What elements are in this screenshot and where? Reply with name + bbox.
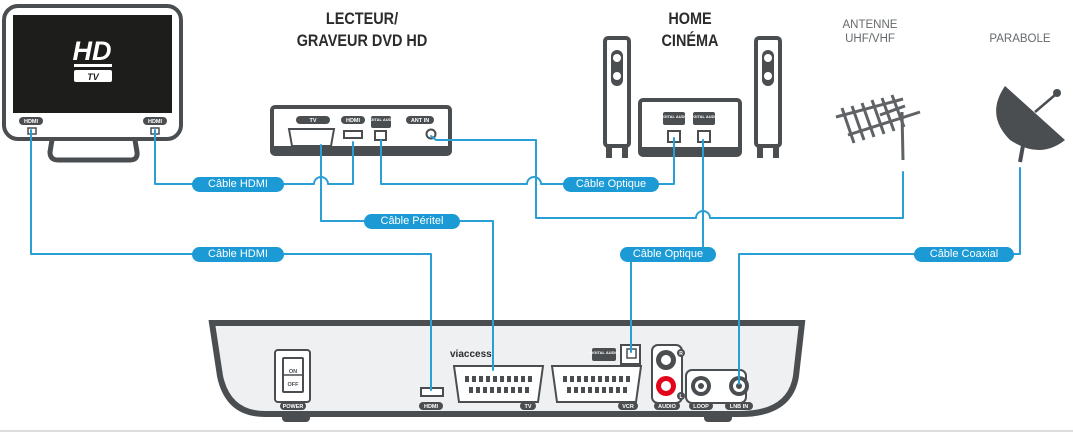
dvd-title-line2: GRAVEUR DVD HD	[296, 31, 428, 50]
dvd-player-title: LECTEUR/ GRAVEUR DVD HD	[277, 8, 447, 52]
cable-hdmi-tv-decoder-label: Câble HDMI	[192, 247, 284, 262]
decoder-digital-audio-label: DIGITAL AUDIO	[589, 350, 618, 355]
decoder-vcr-scart: VCR	[550, 365, 643, 410]
dvd-title-line1: LECTEUR/	[325, 9, 399, 28]
dvd-tv-port	[296, 116, 330, 124]
cable-peritel-label: Câble Péritel	[364, 214, 460, 229]
cable-coaxial-label: Câble Coaxial	[914, 247, 1014, 262]
home-cinema-title: HOME CINÉMA	[648, 8, 733, 52]
tv-hdmi-port-right-label: HDMI	[148, 119, 163, 125]
dvd-hdmi-port-label: HDMI	[346, 118, 361, 124]
decoder-audio-label: AUDIO	[658, 404, 676, 410]
tv-device: HD TV HDMI HDMI	[2, 4, 183, 163]
satellite-dish-icon	[996, 86, 1065, 163]
audio-l-label: L	[679, 394, 682, 400]
cable-hdmi-tv-dvd-label: Câble HDMI	[192, 177, 284, 192]
viaccess-brand: viaccess.	[450, 349, 495, 360]
cable-coaxial	[738, 167, 1021, 385]
power-label: POWER	[283, 404, 304, 410]
antenna-title: ANTENNE UHF/VHF	[820, 18, 920, 46]
tv-logo-text: TV	[87, 72, 99, 82]
decoder-lnb-label: LNB IN	[730, 404, 748, 410]
right-speaker	[754, 36, 782, 158]
decoder-audio-rca: R L AUDIO	[651, 344, 685, 410]
decoder-digital-audio-port: DIGITAL AUDIO	[589, 344, 641, 365]
tv-hdmi-port-left-label: HDMI	[24, 119, 39, 125]
decoder-device: ON OFF POWER HDMI viaccess. TV	[208, 320, 806, 422]
power-off-label: OFF	[288, 382, 300, 388]
hd-tv-logo: HD TV	[73, 36, 112, 82]
left-speaker	[603, 36, 631, 158]
home-cinema-device: DIGITAL AUDIO DIGITAL AUDIO	[603, 36, 782, 158]
dvd-ant-in-label: ANT IN	[411, 118, 429, 124]
hc-title-line2: CINÉMA	[661, 31, 719, 50]
hc-digital-audio-label-1: DIGITAL AUDIO	[659, 114, 688, 119]
cable-antenna	[430, 135, 904, 219]
decoder-loop-lnb-ports: LOOP LNB IN	[685, 369, 753, 410]
cable-optique-hc-decoder-label: Câble Optique	[620, 247, 716, 262]
dvd-player-device: TV HDMI DIGITAL AUDIO ANT IN	[270, 105, 452, 156]
power-switch: ON OFF POWER	[274, 349, 311, 410]
audio-r-label: R	[679, 351, 683, 357]
dish-title: PARABOLE	[975, 32, 1065, 46]
dvd-digital-audio-label: DIGITAL AUDIO	[366, 117, 395, 122]
tv-hdmi-port-right	[143, 117, 167, 125]
decoder-hdmi-label: HDMI	[424, 404, 439, 410]
dvd-ant-in-port	[406, 116, 434, 124]
tv-hdmi-port-left	[19, 117, 43, 125]
hc-digital-audio-port-2	[693, 112, 715, 125]
hc-digital-audio-port-1	[663, 112, 685, 125]
dvd-hdmi-port	[341, 116, 365, 124]
antenna-icon	[835, 94, 921, 161]
cable-optique-dvd-hc	[380, 137, 675, 185]
antenna-line2: UHF/VHF	[845, 33, 895, 45]
dish-label: PARABOLE	[989, 33, 1051, 45]
hd-logo-text: HD	[73, 36, 112, 66]
cable-optique-dvd-hc-label: Câble Optique	[563, 177, 659, 192]
dvd-digital-audio-port	[371, 116, 391, 128]
decoder-vcr-label: VCR	[622, 404, 634, 410]
antenna-line1: ANTENNE	[842, 19, 898, 31]
decoder-tv-scart: TV	[452, 365, 545, 410]
dvd-tv-port-label: TV	[309, 118, 316, 124]
decoder-loop-label: LOOP	[693, 404, 709, 410]
hc-title-line1: HOME	[668, 9, 712, 28]
power-on-label: ON	[289, 369, 297, 375]
decoder-tv-label: TV	[524, 404, 531, 410]
hc-digital-audio-label-2: DIGITAL AUDIO	[689, 114, 718, 119]
